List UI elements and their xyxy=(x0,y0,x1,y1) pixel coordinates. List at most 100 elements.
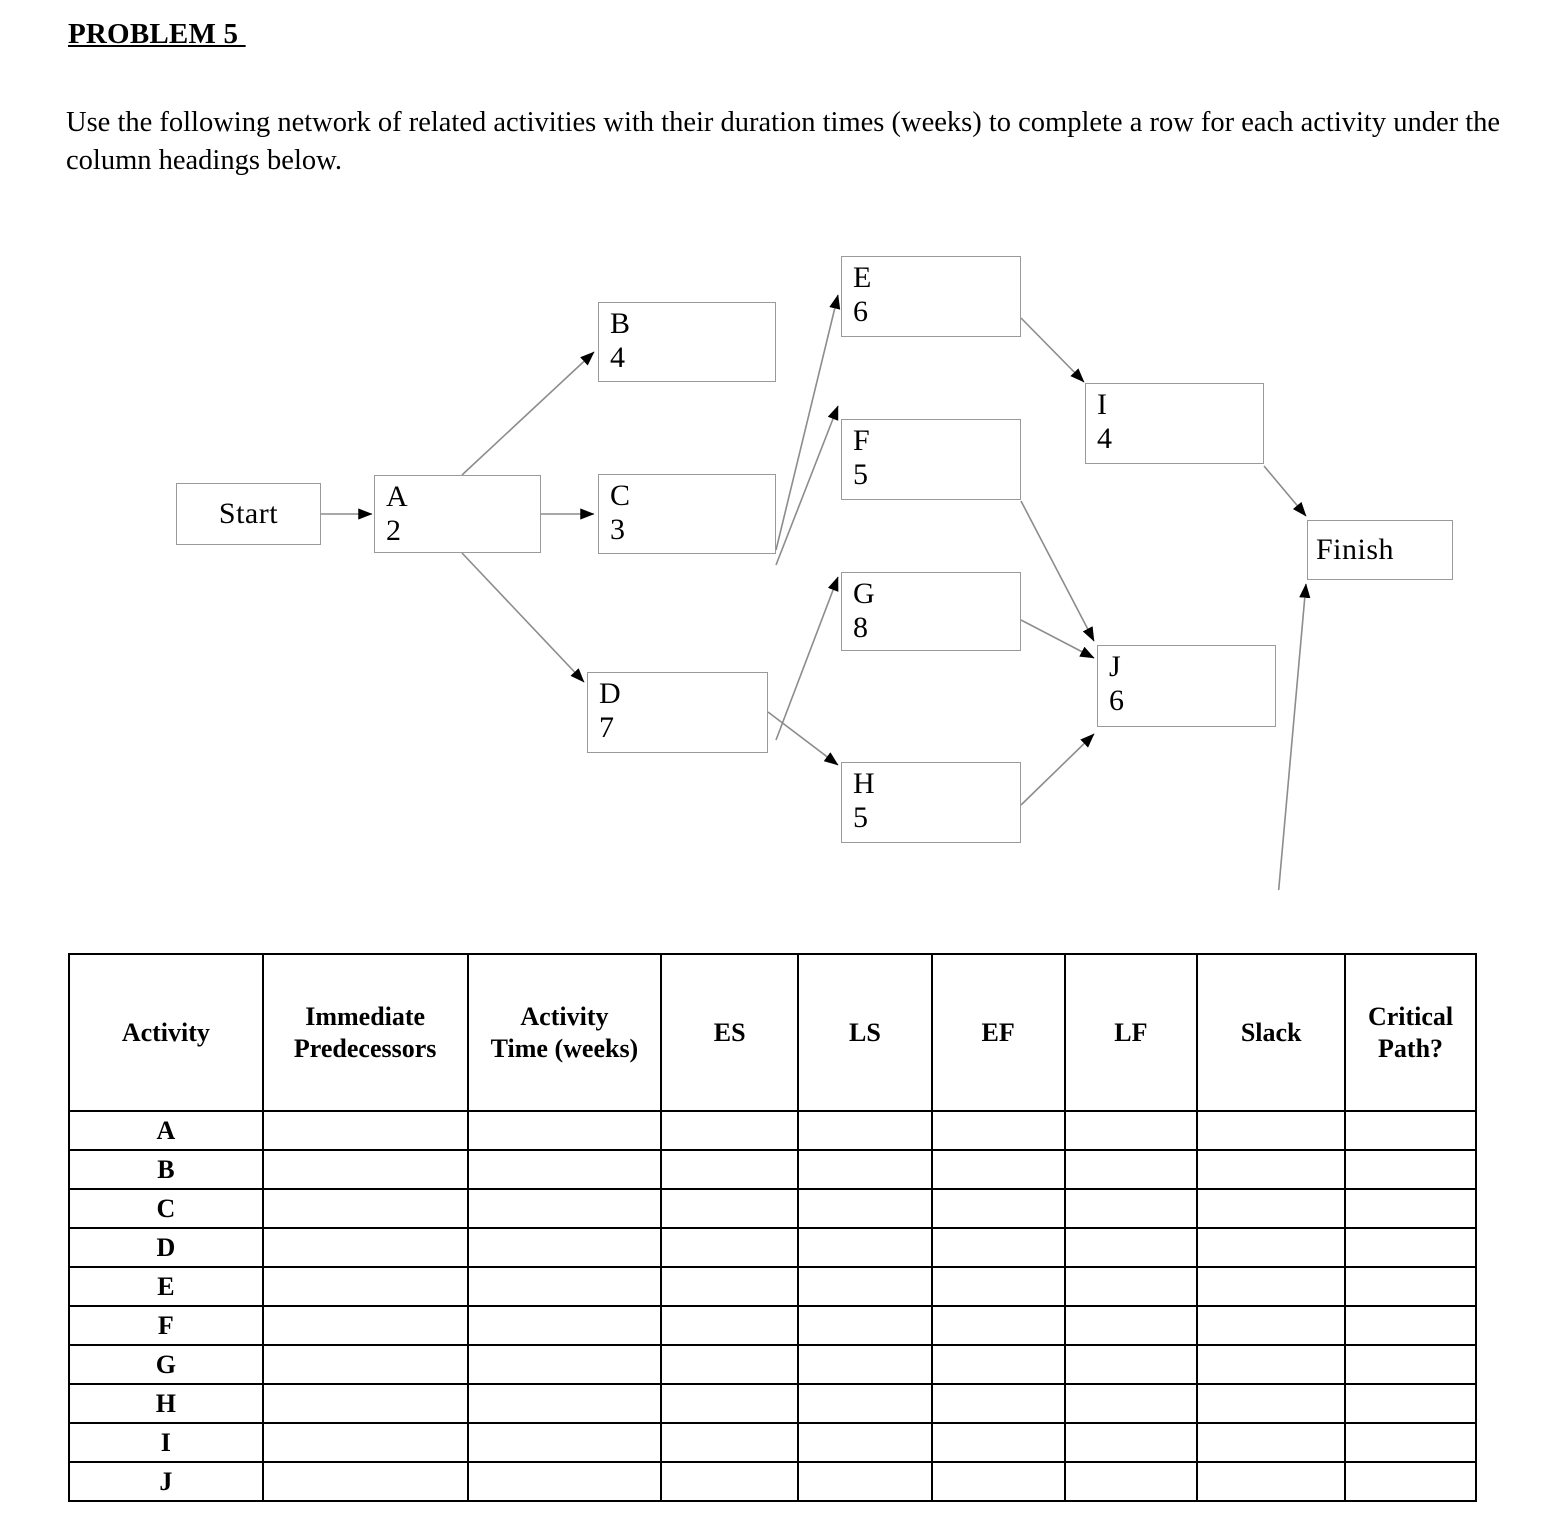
cell-es[interactable] xyxy=(660,1149,800,1190)
cell-time[interactable] xyxy=(466,1110,663,1151)
cell-lf[interactable] xyxy=(1063,1344,1199,1385)
cell-critical[interactable] xyxy=(1344,1344,1477,1385)
cell-ef[interactable] xyxy=(930,1305,1066,1346)
row-activity-label: D xyxy=(68,1227,264,1268)
cell-slack[interactable] xyxy=(1196,1227,1347,1268)
cell-lf[interactable] xyxy=(1063,1422,1199,1463)
cell-ls[interactable] xyxy=(797,1149,933,1190)
cell-critical[interactable] xyxy=(1344,1227,1477,1268)
cell-es[interactable] xyxy=(660,1305,800,1346)
cell-predecessors[interactable] xyxy=(261,1305,469,1346)
cell-predecessors[interactable] xyxy=(261,1383,469,1424)
cell-time[interactable] xyxy=(466,1383,663,1424)
cell-ef[interactable] xyxy=(930,1188,1066,1229)
cell-slack[interactable] xyxy=(1196,1344,1347,1385)
edge-c-g xyxy=(775,576,839,741)
cell-critical[interactable] xyxy=(1344,1110,1477,1151)
cell-predecessors[interactable] xyxy=(261,1461,469,1502)
column-header-slack-line1: Slack xyxy=(1240,1017,1302,1047)
cell-critical[interactable] xyxy=(1344,1266,1477,1307)
cell-predecessors[interactable] xyxy=(261,1149,469,1190)
cell-lf[interactable] xyxy=(1063,1266,1199,1307)
node-g[interactable]: G 8 xyxy=(841,572,1021,651)
node-e-duration: 6 xyxy=(853,295,868,328)
cell-ls[interactable] xyxy=(797,1305,933,1346)
cell-ef[interactable] xyxy=(930,1422,1066,1463)
cell-predecessors[interactable] xyxy=(261,1422,469,1463)
cell-ef[interactable] xyxy=(930,1149,1066,1190)
cell-time[interactable] xyxy=(466,1461,663,1502)
cell-time[interactable] xyxy=(466,1266,663,1307)
cell-lf[interactable] xyxy=(1063,1188,1199,1229)
cell-lf[interactable] xyxy=(1063,1461,1199,1502)
cell-lf[interactable] xyxy=(1063,1149,1199,1190)
cell-lf[interactable] xyxy=(1063,1383,1199,1424)
cell-es[interactable] xyxy=(660,1383,800,1424)
cell-slack[interactable] xyxy=(1196,1149,1347,1190)
cell-ef[interactable] xyxy=(930,1227,1066,1268)
node-a[interactable]: A 2 xyxy=(374,475,541,553)
cell-slack[interactable] xyxy=(1196,1305,1347,1346)
cell-predecessors[interactable] xyxy=(261,1188,469,1229)
cell-ls[interactable] xyxy=(797,1266,933,1307)
cell-lf[interactable] xyxy=(1063,1305,1199,1346)
cell-slack[interactable] xyxy=(1196,1422,1347,1463)
cell-predecessors[interactable] xyxy=(261,1344,469,1385)
cell-ls[interactable] xyxy=(797,1110,933,1151)
node-c[interactable]: C 3 xyxy=(598,474,776,554)
cell-es[interactable] xyxy=(660,1188,800,1229)
node-h[interactable]: H 5 xyxy=(841,762,1021,843)
cell-es[interactable] xyxy=(660,1110,800,1151)
cell-critical[interactable] xyxy=(1344,1188,1477,1229)
cell-ef[interactable] xyxy=(930,1461,1066,1502)
network-diagram: Start A 2 B 4 C 3 D 7 E 6 F 5 G 8 H 5 I xyxy=(0,230,1558,890)
node-d[interactable]: D 7 xyxy=(587,672,768,753)
cell-slack[interactable] xyxy=(1196,1188,1347,1229)
node-f[interactable]: F 5 xyxy=(841,419,1021,500)
cell-time[interactable] xyxy=(466,1188,663,1229)
cell-ls[interactable] xyxy=(797,1344,933,1385)
cell-time[interactable] xyxy=(466,1305,663,1346)
cell-ls[interactable] xyxy=(797,1422,933,1463)
cell-es[interactable] xyxy=(660,1422,800,1463)
cell-slack[interactable] xyxy=(1196,1383,1347,1424)
cell-time[interactable] xyxy=(466,1344,663,1385)
cell-ls[interactable] xyxy=(797,1227,933,1268)
cell-critical[interactable] xyxy=(1344,1383,1477,1424)
cell-critical[interactable] xyxy=(1344,1149,1477,1190)
cell-lf[interactable] xyxy=(1063,1110,1199,1151)
cell-es[interactable] xyxy=(660,1266,800,1307)
cell-slack[interactable] xyxy=(1196,1110,1347,1151)
node-finish[interactable]: Finish xyxy=(1307,520,1453,580)
node-e-label: E xyxy=(853,261,872,294)
cell-es[interactable] xyxy=(660,1461,800,1502)
cell-slack[interactable] xyxy=(1196,1461,1347,1502)
cell-ls[interactable] xyxy=(797,1188,933,1229)
cell-lf[interactable] xyxy=(1063,1227,1199,1268)
node-start[interactable]: Start xyxy=(176,483,321,545)
cell-ef[interactable] xyxy=(930,1110,1066,1151)
cell-es[interactable] xyxy=(660,1344,800,1385)
cell-time[interactable] xyxy=(466,1422,663,1463)
cell-predecessors[interactable] xyxy=(261,1110,469,1151)
node-e[interactable]: E 6 xyxy=(841,256,1021,337)
cell-ef[interactable] xyxy=(930,1266,1066,1307)
cell-ls[interactable] xyxy=(797,1383,933,1424)
cell-ef[interactable] xyxy=(930,1383,1066,1424)
cell-time[interactable] xyxy=(466,1227,663,1268)
cell-time[interactable] xyxy=(466,1149,663,1190)
node-i[interactable]: I 4 xyxy=(1085,383,1264,464)
cell-critical[interactable] xyxy=(1344,1305,1477,1346)
cell-critical[interactable] xyxy=(1344,1422,1477,1463)
column-header-activity-time-line2: Time (weeks) xyxy=(490,1033,639,1063)
node-j[interactable]: J 6 xyxy=(1097,645,1276,727)
cell-es[interactable] xyxy=(660,1227,800,1268)
cell-slack[interactable] xyxy=(1196,1266,1347,1307)
cell-critical[interactable] xyxy=(1344,1461,1477,1502)
cell-predecessors[interactable] xyxy=(261,1227,469,1268)
column-header-es-line1: ES xyxy=(713,1017,746,1047)
cell-ef[interactable] xyxy=(930,1344,1066,1385)
cell-ls[interactable] xyxy=(797,1461,933,1502)
cell-predecessors[interactable] xyxy=(261,1266,469,1307)
node-b[interactable]: B 4 xyxy=(598,302,776,382)
